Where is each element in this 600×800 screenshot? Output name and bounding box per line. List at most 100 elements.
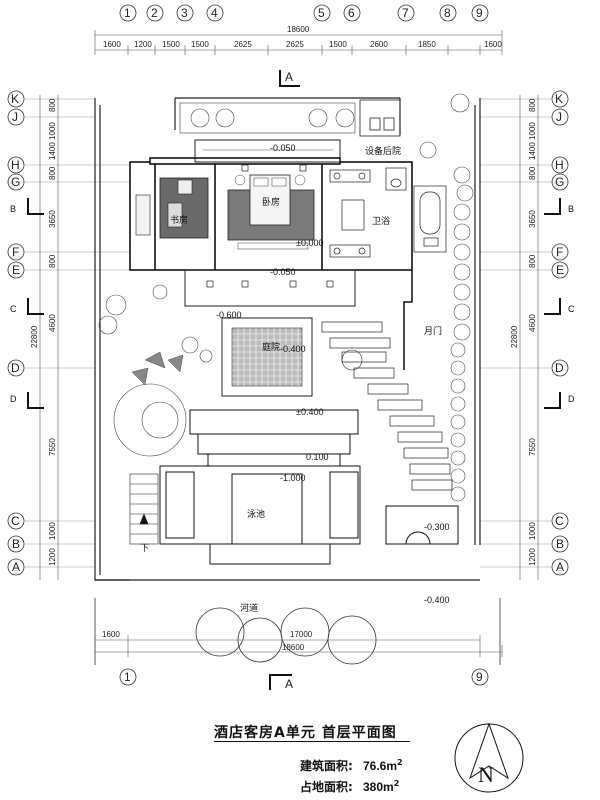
grid-col-2: 2 [151,6,158,20]
svg-text:B: B [568,204,574,214]
level-mark-7: 0.100 [306,452,329,462]
top-dim-8: 2600 [370,40,388,49]
left-dim-1200: 1200 [48,548,57,566]
site-area: 占地面积: 380m2 [300,778,399,795]
site-area-label: 占地面积: [300,780,353,794]
grid-row-c-left: C [11,514,20,528]
grid-row-f-left: F [12,245,19,259]
bottom-dim-left: 1600 [102,630,120,639]
grid-row-b-left: B [12,537,20,551]
bottom-grid-col-1: 1 [124,670,131,684]
built-area: 建筑面积: 76.6m2 [300,757,403,774]
moon-gate-label: 月门 [424,325,442,337]
grid-row-k-right: K [555,92,563,106]
top-grid-labels: 1 2 3 4 5 6 7 8 9 [124,6,483,20]
right-dim-1000: 1000 [528,122,537,140]
level-mark-6: ±0.400 [296,407,323,417]
grid-col-5: 5 [318,6,325,20]
left-dim-800c: 800 [48,254,57,268]
section-a-top-label: A [285,70,293,84]
back-planting [179,93,470,159]
svg-text:C: C [568,304,575,314]
top-dim-3: 1500 [162,40,180,49]
grid-col-6: 6 [348,6,355,20]
svg-text:D: D [568,394,575,404]
site-area-superscript: 2 [393,779,400,788]
right-dim-3650: 3650 [528,210,537,228]
drawing-title: 酒店客房A单元 首层平面图 [214,725,397,741]
outdoor-bathtub [413,185,447,253]
grid-col-3: 3 [181,6,188,20]
section-mark-a-top [279,70,300,87]
grid-col-9: 9 [476,6,483,20]
right-dim-800b: 800 [528,166,537,180]
left-grid-labels: K J H G F E D C B A [11,92,20,574]
moon-gate-wall [403,270,413,370]
bottom-dimension-lines [94,635,503,657]
section-mark-a-bottom [269,674,292,690]
side-section-marks [27,198,561,409]
grid-row-d-right: D [555,361,564,375]
level-mark-4: -0.600 [216,310,242,320]
stairs [129,473,159,545]
level-mark-3: -0.050 [270,267,296,277]
left-dim-3650: 3650 [48,210,57,228]
top-total-dimension: 18600 [287,25,310,34]
right-dim-1000b: 1000 [528,522,537,540]
study-room [135,177,209,239]
stairs-down-label: 下 [140,543,149,553]
right-grid-labels: K J H G F E D C B A [555,92,564,574]
left-dim-22800: 22800 [30,325,39,348]
left-side-dimension-values: 1000 800 1400 800 3650 800 4600 7550 100… [30,98,57,566]
grid-row-d-left: D [11,361,20,375]
elevation-marks: -0.050 ±0.000 -0.050 -0.600 -0.400 ±0.40… [216,143,450,605]
courtyard-label: 庭院 [262,341,280,353]
verandas [184,139,356,307]
right-dim-4600: 4600 [528,314,537,332]
bottom-grid-bubbles [119,668,489,686]
bedroom [227,174,315,250]
left-dim-4600: 4600 [48,314,57,332]
top-dim-2: 1200 [134,40,152,49]
built-area-superscript: 2 [397,758,403,767]
grid-row-g-left: G [11,175,20,189]
grid-row-j-left: J [12,110,18,124]
level-mark-2: ±0.000 [296,238,323,248]
built-area-label: 建筑面积: [300,759,353,773]
north-label: N [478,762,494,787]
grid-col-1: 1 [124,6,131,20]
left-dim-1400: 1400 [48,142,57,160]
right-shrubs [450,166,474,502]
grid-col-8: 8 [444,6,451,20]
grid-row-c-right: C [555,514,564,528]
study-label: 书房 [170,214,188,226]
title-underline [214,741,410,742]
bottom-right-gate [385,505,459,545]
top-dimension-lines [94,30,503,55]
right-dim-800a: 800 [528,98,537,112]
left-trees [98,284,213,457]
grid-row-k-left: K [11,92,19,106]
top-dim-9: 1850 [418,40,436,49]
bedroom-label: 卧房 [262,196,280,208]
bathroom [329,167,407,258]
built-area-value: 76.6m [363,759,398,773]
top-dim-6: 2625 [286,40,304,49]
equipment-yard [359,99,401,137]
right-dim-22800: 22800 [510,325,519,348]
grid-row-e-left: E [12,263,20,277]
paving-stones [321,321,453,491]
grid-row-a-right: A [556,560,564,574]
right-dim-7550: 7550 [528,438,537,456]
veranda-columns [206,164,334,288]
right-dim-1200: 1200 [528,548,537,566]
top-grid-bubbles [119,4,489,22]
pool-terrace [159,409,361,565]
top-dim-10: 1600 [484,40,502,49]
bathroom-label: 卫浴 [372,216,390,227]
grid-row-h-left: H [11,158,20,172]
grid-row-f-right: F [556,245,563,259]
left-dim-1000: 1000 [48,122,57,140]
equipment-yard-label: 设备后院 [365,145,401,157]
